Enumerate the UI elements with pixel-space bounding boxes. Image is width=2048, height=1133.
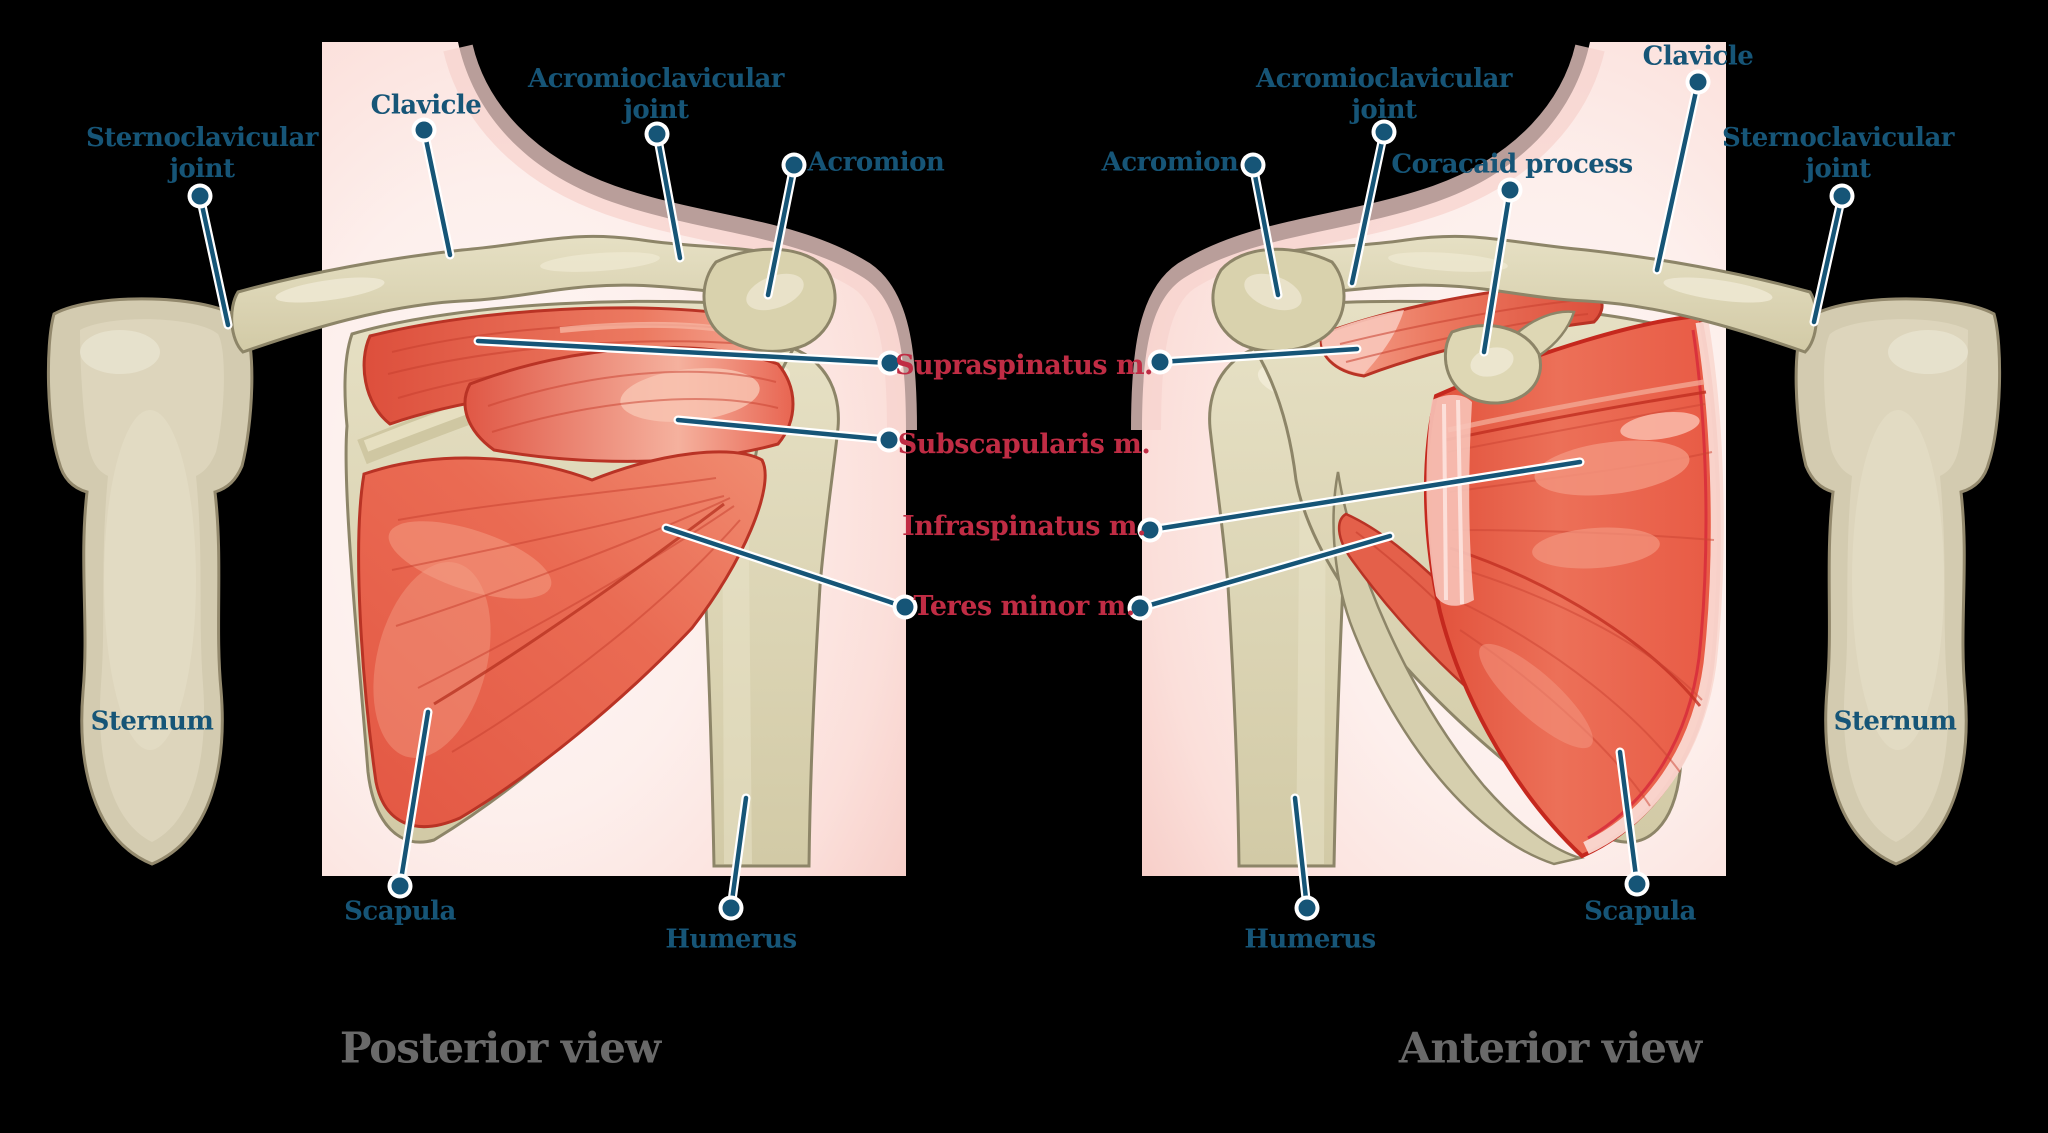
subscapularis-muscle-label: Subscapularis m. (897, 428, 1151, 460)
posterior-view-title: Posterior view (339, 1023, 661, 1073)
coracoid-process-label: Coracaid process (1391, 149, 1633, 180)
silhouette-shading-left (443, 44, 917, 431)
acromion-bone-left (702, 247, 837, 353)
anterior-view-title: Anterior view (1398, 1023, 1702, 1073)
clavicle-left-label: Clavicle (370, 90, 482, 121)
supraspinatus-muscle-label: Supraspinatus m. (895, 349, 1153, 381)
acromion-right-label: Acromion (1101, 147, 1239, 178)
sternum-right-label: Sternum (1833, 706, 1957, 737)
sternum-left-label: Sternum (90, 706, 214, 737)
acromion-bone-right (1211, 247, 1346, 353)
teres-minor-muscle-label: Teres minor m. (913, 590, 1135, 622)
infraspinatus-muscle-label: Infraspinatus m. (902, 510, 1146, 542)
humerus-right-label: Humerus (1244, 924, 1376, 955)
acromion-left-label: Acromion (807, 147, 945, 178)
sternum-bone-left (46, 297, 254, 866)
clavicle-right-label: Clavicle (1642, 41, 1754, 72)
sternum-bone-right (1794, 297, 2002, 866)
silhouette-shading-right (1131, 44, 1605, 431)
subscapularis-tendon (1426, 394, 1474, 606)
scapula-right-label: Scapula (1584, 896, 1696, 927)
scapula-left-label: Scapula (344, 896, 456, 927)
humerus-left-label: Humerus (665, 924, 797, 955)
